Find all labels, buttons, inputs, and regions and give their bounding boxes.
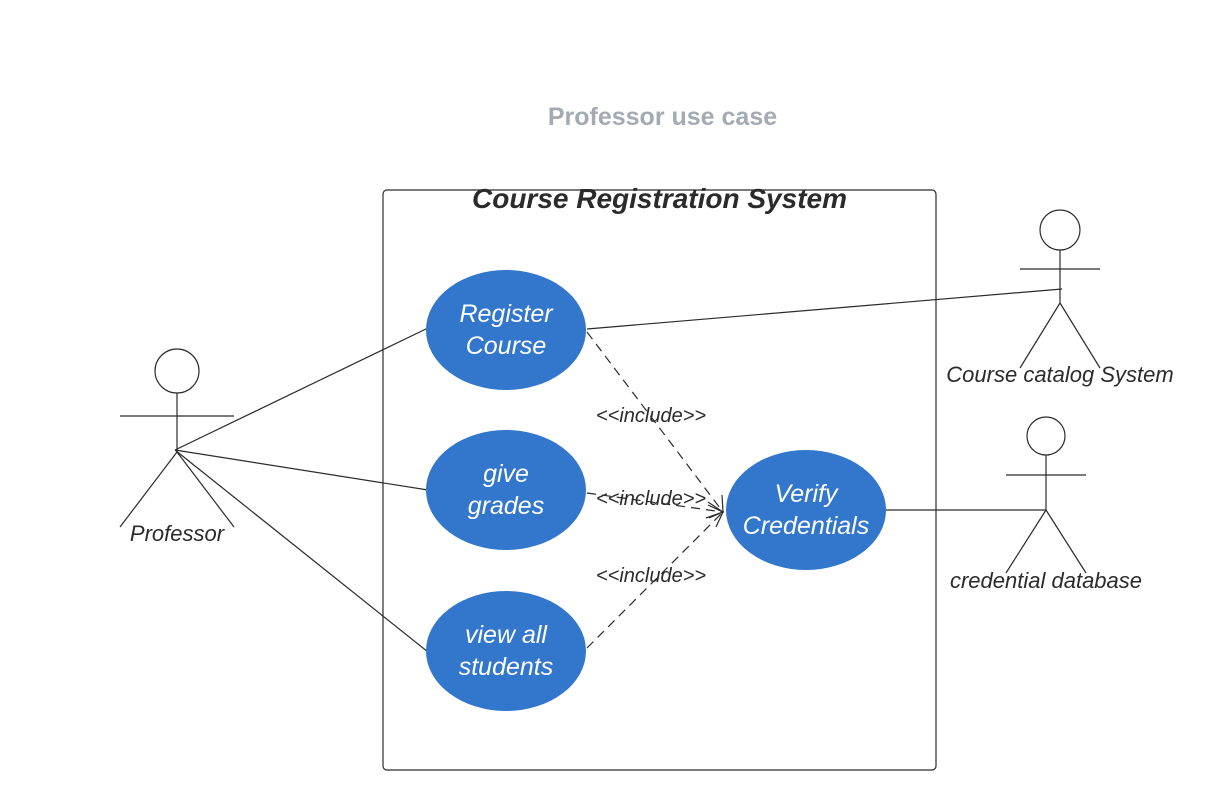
include-line-register — [586, 331, 724, 513]
use-case-label-students: view all students — [458, 621, 554, 681]
use-case-label-register: Register Course — [459, 300, 553, 360]
actor-label-course-catalog: Course catalog System — [946, 362, 1174, 387]
system-boundary — [382, 189, 937, 771]
actor-label-credential-database: credential database — [949, 568, 1143, 593]
system-boundary-title: Course Registration System — [472, 183, 847, 214]
actor-course-catalog-figure — [1019, 209, 1101, 369]
actor-credential-database-figure — [1005, 416, 1087, 574]
actor-professor-figure — [119, 348, 235, 528]
association-professor-register — [174, 327, 429, 451]
actor-label-professor: Professor — [129, 521, 225, 546]
use-case-view-all-students[interactable] — [426, 591, 586, 711]
page-title: Professor use case — [547, 103, 778, 131]
association-professor-students — [174, 449, 429, 653]
use-case-verify-credentials[interactable] — [726, 450, 886, 570]
association-professor-grades — [174, 449, 429, 491]
include-arrowhead-students — [705, 510, 725, 528]
use-case-register-course[interactable] — [426, 270, 586, 390]
use-case-label-grades: give grades — [467, 460, 545, 520]
include-label-students: <<include>> — [596, 565, 707, 587]
include-label-grades: <<include>> — [596, 488, 707, 510]
include-label-register: <<include>> — [596, 405, 707, 427]
use-case-label-verify: Verify Credentials — [742, 480, 870, 540]
use-case-give-grades[interactable] — [426, 430, 586, 550]
association-register-catalog — [586, 288, 1063, 330]
include-line-students — [586, 511, 724, 649]
include-line-grades — [586, 492, 724, 513]
